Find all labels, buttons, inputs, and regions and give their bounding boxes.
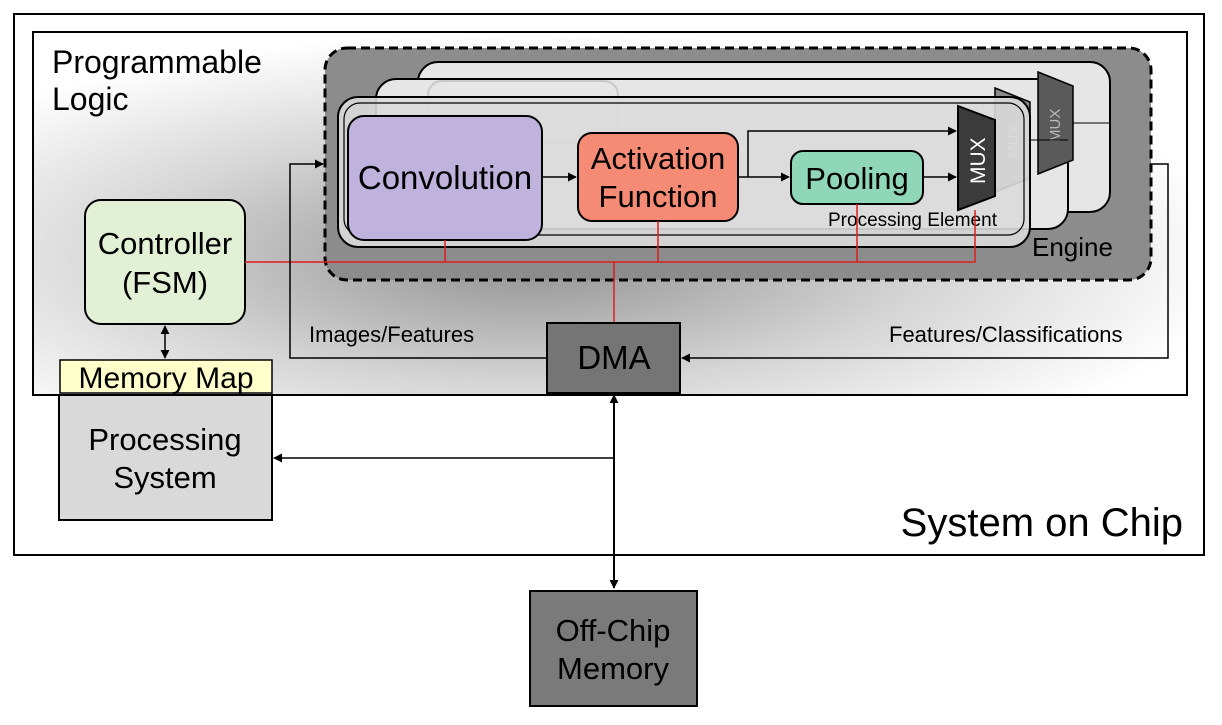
memory-map-block [59,359,273,394]
ghost-mux-label-2: MUX [1047,109,1064,142]
input-flow-arrow [289,159,547,359]
convolution-label: Convolution [358,159,532,196]
offchip-memory-label-1: Off-Chip [556,613,671,648]
programmable-logic-label-2: Logic [52,81,129,117]
mux-label: MUX [967,137,990,184]
controller-label-2: (FSM) [122,265,208,300]
activation-label-2: Function [599,179,718,214]
engine-label: Engine [1032,232,1113,262]
memory-map-label: Memory Map [78,362,253,395]
output-flow-arrow [681,163,1169,363]
programmable-logic-label-1: Programmable [52,44,262,80]
processing-system-block [58,394,273,521]
output-flow-label: Features/Classifications [889,322,1123,347]
mux-block [957,104,996,212]
dma-block [546,322,681,394]
control-lines [245,204,976,323]
processing-system-label-1: Processing [88,422,241,457]
soc-label: System on Chip [901,501,1183,545]
offchip-memory-block [529,590,698,707]
pooling-label: Pooling [805,161,908,196]
processing-system-label-2: System [113,460,216,495]
processing-element-label: Processing Element [828,210,998,231]
processing-element-inner [343,102,1025,236]
offchip-memory-label-2: Memory [557,651,669,686]
controller-label-1: Controller [98,226,232,261]
controller-block [84,199,246,325]
activation-bypass-arrow [747,126,957,177]
activation-label-1: Activation [591,141,725,176]
input-flow-label: Images/Features [309,322,474,347]
dma-label: DMA [577,339,650,376]
